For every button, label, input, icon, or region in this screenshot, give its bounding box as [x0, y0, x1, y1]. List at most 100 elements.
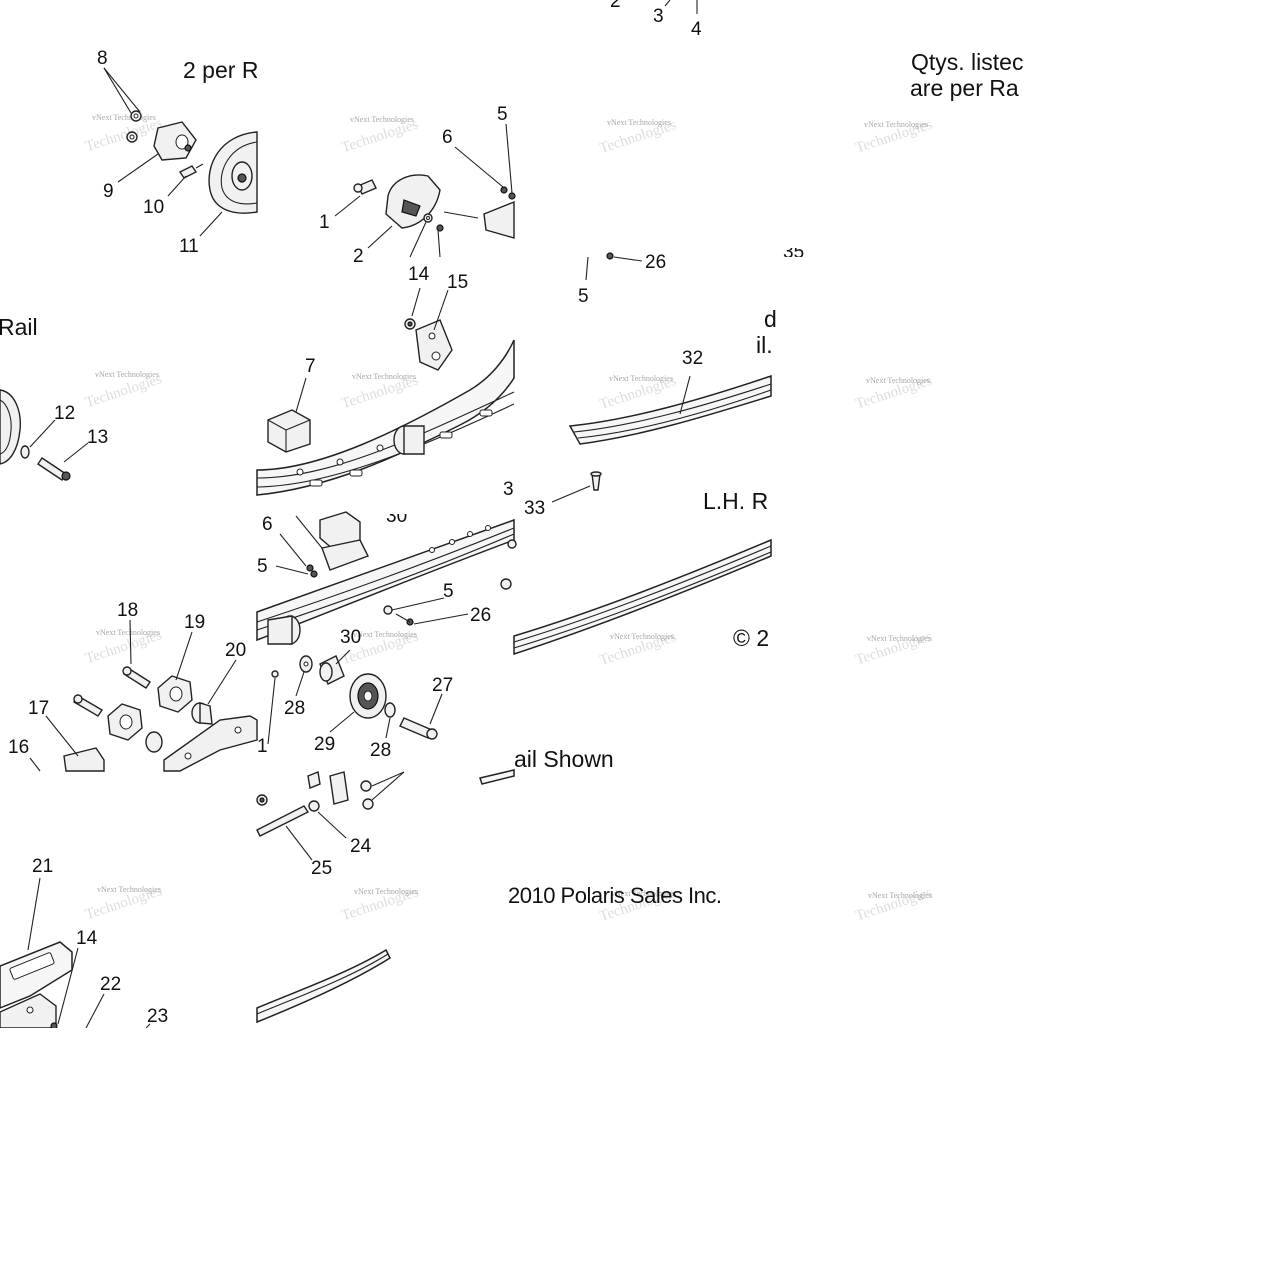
- nut-right-edge: [500, 539, 517, 590]
- tile-top-center-left: 5 6 1 2: [319, 104, 516, 267]
- wheel-edge-left: [0, 389, 21, 465]
- callout-7: 7: [305, 356, 316, 377]
- bumper-17b: [107, 703, 143, 741]
- callout-10: 10: [143, 197, 164, 218]
- svg-text:vNext Technologies: vNext Technologies: [609, 374, 673, 383]
- screw-33: [590, 471, 602, 491]
- stop-block-16: [63, 747, 105, 772]
- wheel-29: [349, 673, 387, 719]
- svg-text:vNext Technologies: vNext Technologies: [868, 891, 932, 900]
- washer-28-a: [299, 655, 313, 673]
- rail-main-upper: [256, 339, 515, 496]
- screw-1b: [267, 670, 279, 745]
- rod-25: [256, 805, 310, 837]
- heading-qty-line2: are per Ra: [910, 75, 1019, 101]
- tile-row3-center: 6 5 5 26 30 27 28 29 28 30: [256, 506, 515, 761]
- svg-text:vNext Technologies: vNext Technologies: [92, 113, 156, 122]
- callout-28-b: 28: [370, 740, 391, 761]
- svg-text:vNext Technologies: vNext Technologies: [611, 889, 675, 898]
- callout-17: 17: [28, 698, 49, 719]
- callout-11: 11: [179, 236, 199, 257]
- tile-row2-center: 7 14 15: [256, 264, 515, 496]
- heading-qty-line1: Qtys. listec: [911, 49, 1023, 75]
- callout-26-b: 26: [470, 605, 491, 626]
- svg-text:vNext Technologies: vNext Technologies: [610, 632, 674, 641]
- tile-top-right: Qtys. listec are per Ra: [910, 49, 1023, 101]
- nut-small: [436, 224, 444, 232]
- idler-bracket: [153, 121, 197, 161]
- washer-28-b: [384, 702, 396, 718]
- bumper-19: [157, 675, 193, 713]
- bumper-upper: [319, 511, 369, 571]
- heading-rail: Rail: [0, 314, 38, 340]
- callout-26-a: 26: [645, 252, 666, 273]
- slide-rail-end: [256, 948, 391, 1024]
- callout-21: 21: [32, 856, 53, 877]
- svg-text:vNext Technologies: vNext Technologies: [866, 376, 930, 385]
- svg-text:vNext Technologies: vNext Technologies: [350, 115, 414, 124]
- callout-25: 25: [311, 858, 332, 879]
- svg-text:vNext Technologies: vNext Technologies: [354, 887, 418, 896]
- callout-5-d: 5: [443, 581, 454, 602]
- callout-24: 24: [350, 836, 372, 857]
- washer-small: [423, 213, 433, 223]
- callout-30-frag: 30: [386, 506, 407, 527]
- callout-29: 29: [314, 734, 335, 755]
- heading-frag-il: il.: [756, 332, 773, 358]
- callout-5-c: 5: [257, 556, 268, 577]
- nut-pair: [360, 780, 374, 810]
- nut-8b: [126, 131, 138, 143]
- callout-19: 19: [184, 612, 205, 633]
- nut-5a: [500, 186, 516, 200]
- bolt-13: [37, 457, 71, 481]
- tile-row4-left: 21 14 22 23: [0, 856, 168, 1030]
- callout-28-a: 28: [284, 698, 305, 719]
- washer-12: [20, 445, 30, 459]
- tile-row2-right-center: 26 5 d il. 32 33 3 L.H. R: [503, 252, 777, 519]
- callout-35-frag: 35: [783, 242, 804, 263]
- callout-27: 27: [432, 675, 453, 696]
- callout-16: 16: [8, 737, 29, 758]
- roller-axle: [393, 425, 425, 455]
- callout-23: 23: [147, 1006, 168, 1027]
- callout-6-b: 6: [262, 514, 273, 535]
- tile-top-fragments: 2 3 4 35: [610, 0, 804, 263]
- callout-1-a: 1: [319, 212, 330, 233]
- heading-per-rail: 2 per R: [183, 57, 258, 83]
- bolt-1a: [353, 179, 377, 195]
- bumper-7: [267, 409, 311, 453]
- callout-4-top: 4: [691, 19, 702, 40]
- callout-8: 8: [97, 48, 108, 69]
- callout-15: 15: [447, 272, 468, 293]
- callout-22: 22: [100, 974, 121, 995]
- heading-frag-d: d: [764, 306, 777, 332]
- slide-rail-32: [568, 374, 772, 445]
- copyright-fragment: © 2: [733, 625, 769, 651]
- svg-text:vNext Technologies: vNext Technologies: [867, 634, 931, 643]
- callout-14-b: 14: [76, 928, 98, 949]
- callout-5-b: 5: [578, 286, 589, 307]
- callout-30: 30: [340, 627, 361, 648]
- callout-32: 32: [682, 348, 703, 369]
- tile-row3-right-center: © 2 ail Shown: [500, 538, 772, 772]
- svg-text:vNext Technologies: vNext Technologies: [96, 628, 160, 637]
- callout-33: 33: [524, 498, 545, 519]
- svg-text:vNext Technologies: vNext Technologies: [607, 118, 671, 127]
- callout-14-a: 14: [408, 264, 430, 285]
- spacer-30: [319, 655, 345, 685]
- callout-2-a: 2: [353, 246, 364, 267]
- bracket-24: [307, 771, 349, 812]
- nut-8a: [130, 110, 142, 122]
- callout-9: 9: [103, 181, 114, 202]
